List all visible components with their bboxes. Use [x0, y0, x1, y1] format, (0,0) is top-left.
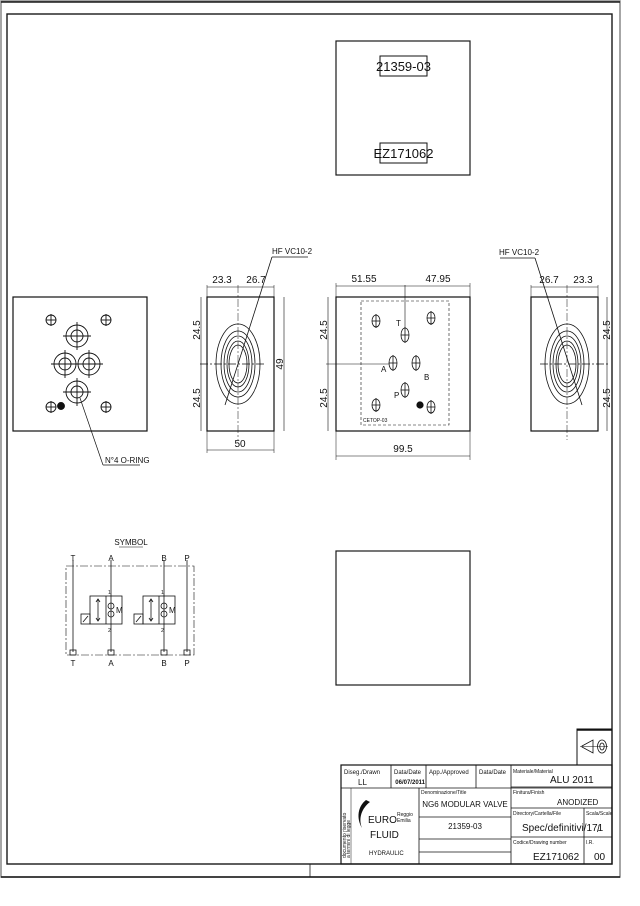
symbol-title: SYMBOL	[114, 538, 148, 547]
locating-pin-icon	[416, 401, 424, 409]
directory-value: Spec/definitivi/171	[522, 823, 604, 834]
symbol-port-bottom-a: A	[108, 659, 114, 668]
port-p-icon	[400, 382, 410, 398]
directory-label: Directory/Cartella/File	[513, 811, 561, 817]
drawing-code-label: EZ171062	[374, 146, 434, 161]
dim-49: 49	[275, 358, 286, 370]
spring-label: M	[169, 606, 176, 615]
company-city-2: Emilia	[397, 818, 411, 824]
title-value: NG6 MODULAR VALVE	[422, 800, 508, 809]
mounting-hole-icon	[371, 314, 381, 328]
symbol-port-bottom-t: T	[71, 659, 76, 668]
mounting-hole-icon	[371, 398, 381, 412]
title-block	[340, 764, 613, 865]
logo-swoosh-icon	[358, 800, 370, 828]
dim-24-5-upper: 24.5	[602, 320, 613, 340]
symbol-port-top-p: P	[184, 554, 189, 563]
drawing-number-label: Codice/Drawing number	[513, 840, 567, 846]
date-label: Data/Date	[394, 770, 422, 776]
locating-pin-icon	[57, 402, 65, 410]
revision-value: 00	[594, 852, 606, 863]
front-view	[326, 283, 471, 460]
material-value: ALU 2011	[550, 775, 594, 786]
port-label-p: P	[394, 391, 399, 400]
drawn-label: Diseg./Drawn	[344, 770, 380, 776]
port-label-b: B	[424, 373, 429, 382]
dim-50: 50	[234, 439, 246, 450]
mounting-hole-icon	[426, 400, 436, 414]
drawn-value: LL	[358, 778, 367, 787]
title-part-value: 21359-03	[448, 822, 482, 831]
dim-26-7: 26.7	[539, 275, 559, 286]
symbol-port-top-t: T	[71, 554, 76, 563]
dim-23-3: 23.3	[573, 275, 593, 286]
approved-label: App./Approved	[429, 770, 469, 776]
scale-label: Scala/Scale	[586, 811, 613, 817]
company-name-1: EURO	[368, 815, 397, 826]
title-label: Denominazione/Title	[421, 790, 467, 796]
dim-24-5-lower: 24.5	[602, 388, 613, 408]
dim-24-5-upper: 24.5	[192, 320, 203, 340]
mounting-hole-icon	[100, 314, 112, 326]
symbol-port-number: 1	[108, 590, 111, 596]
symbol-port-top-b: B	[161, 554, 166, 563]
mounting-hole-icon	[100, 401, 112, 413]
company-name-2: FLUID	[370, 830, 399, 841]
bottom-view-box	[335, 550, 471, 686]
dim-26-7: 26.7	[246, 275, 266, 286]
mounting-hole-icon	[426, 311, 436, 325]
oring-port-icon	[63, 378, 91, 406]
company-sub: HYDRAULIC	[369, 851, 404, 857]
vc10-leader-label: HF VC10-2	[499, 248, 540, 257]
dim-24-5-lower: 24.5	[319, 388, 330, 408]
drawing-number-value: EZ171062	[533, 852, 580, 863]
port-b-icon	[411, 355, 421, 371]
symbol-port-bottom-b: B	[161, 659, 166, 668]
scale-value: /	[597, 824, 600, 835]
company-city-1: Reggio	[397, 812, 413, 818]
side-view-left	[200, 256, 308, 453]
port-label-a: A	[381, 365, 387, 374]
spring-label: M	[116, 606, 123, 615]
hydraulic-symbol	[65, 546, 195, 656]
finish-value: ANODIZED	[557, 798, 599, 807]
port-t-icon	[400, 327, 410, 343]
vc10-leader-label: HF VC10-2	[272, 247, 313, 256]
revision-label: I.R.	[586, 840, 594, 846]
dim-24-5-upper: 24.5	[319, 320, 330, 340]
side-view-right	[500, 257, 608, 440]
oring-port-icon	[63, 322, 91, 350]
part-code-label: 21359-03	[376, 59, 431, 74]
symbol-port-number: 2	[161, 628, 164, 634]
oring-port-icon	[75, 350, 103, 378]
mounting-hole-icon	[45, 314, 57, 326]
first-angle-projection-icon	[576, 728, 613, 766]
left-view	[12, 296, 148, 466]
eurofluid-logo: EURO FLUID Reggio Emilia HYDRAULIC	[358, 800, 413, 857]
legal-line-2: a termini di legge	[346, 820, 352, 858]
legal-line-1: documento riservato	[342, 812, 348, 858]
port-label-t: T	[396, 319, 401, 328]
mounting-hole-icon	[45, 401, 57, 413]
dim-24-5-lower: 24.5	[192, 388, 203, 408]
oring-port-icon	[51, 350, 79, 378]
dim-99-5: 99.5	[393, 444, 413, 455]
dim-47-95: 47.95	[425, 274, 450, 285]
sheet-frame	[0, 0, 621, 878]
symbol-port-top-a: A	[108, 554, 114, 563]
finish-label: Finitura/Finish	[513, 790, 545, 796]
symbol-port-number: 1	[161, 590, 164, 596]
oring-leader-label: N°4 O-RING	[105, 456, 150, 465]
top-view: 21359-03 EZ171062	[335, 40, 471, 176]
dim-23-3: 23.3	[212, 275, 232, 286]
interface-label: CETOP-03	[363, 418, 388, 424]
symbol-port-bottom-p: P	[184, 659, 189, 668]
approved-date-label: Data/Date	[479, 770, 507, 776]
date-value: 06/07/2011	[395, 780, 425, 786]
material-label: Materiale/Material	[513, 769, 553, 775]
symbol-port-number: 2	[108, 628, 111, 634]
dim-51-55: 51.55	[351, 274, 376, 285]
port-a-icon	[388, 355, 398, 371]
